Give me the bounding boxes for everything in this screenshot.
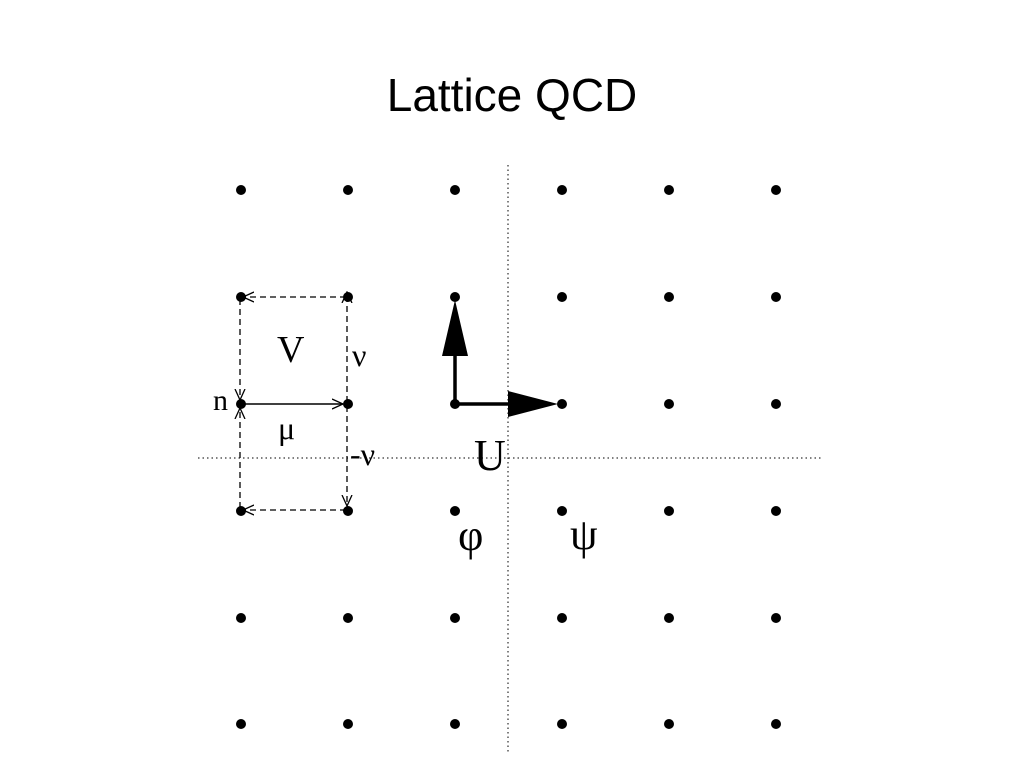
lattice-site — [343, 719, 353, 729]
link-up-arrowhead — [442, 300, 468, 356]
lattice-site — [557, 185, 567, 195]
lattice-site — [664, 399, 674, 409]
lattice-site — [771, 399, 781, 409]
gauge-link-arrows — [442, 300, 558, 417]
phi-label: φ — [458, 511, 483, 560]
minus-nu-label: -ν — [350, 436, 375, 472]
lattice-site — [236, 719, 246, 729]
lattice-site — [771, 613, 781, 623]
lattice-site — [450, 506, 460, 516]
lattice-site — [557, 613, 567, 623]
lattice-site — [450, 292, 460, 302]
page-title: Lattice QCD — [386, 69, 638, 121]
lattice-site — [236, 613, 246, 623]
lattice-site — [557, 292, 567, 302]
site-label-n: n — [213, 384, 228, 417]
lattice-site — [664, 719, 674, 729]
lattice-site — [236, 506, 246, 516]
lattice-site — [343, 399, 353, 409]
lattice-sites — [236, 185, 781, 729]
lattice-site — [557, 399, 567, 409]
lattice-site — [343, 613, 353, 623]
lattice-site — [771, 292, 781, 302]
lattice-site — [664, 613, 674, 623]
lattice-site — [664, 292, 674, 302]
lattice-site — [664, 185, 674, 195]
lattice-site — [343, 506, 353, 516]
lattice-site — [771, 506, 781, 516]
plaquette-label-v: V — [277, 329, 305, 371]
lattice-site — [236, 185, 246, 195]
nu-label: ν — [352, 337, 366, 373]
lattice-site — [343, 185, 353, 195]
lattice-site — [557, 719, 567, 729]
link-label-u: U — [474, 431, 506, 480]
psi-label: ψ — [570, 510, 598, 559]
lattice-site — [664, 506, 674, 516]
link-right-arrowhead — [508, 391, 558, 417]
lattice-site — [771, 185, 781, 195]
mu-label: μ — [278, 410, 295, 446]
lattice-site — [450, 185, 460, 195]
plaquette-loop — [240, 292, 347, 510]
lattice-site — [771, 719, 781, 729]
lattice-site — [236, 399, 246, 409]
lattice-site — [450, 613, 460, 623]
lattice-site — [450, 719, 460, 729]
lattice-site — [557, 506, 567, 516]
